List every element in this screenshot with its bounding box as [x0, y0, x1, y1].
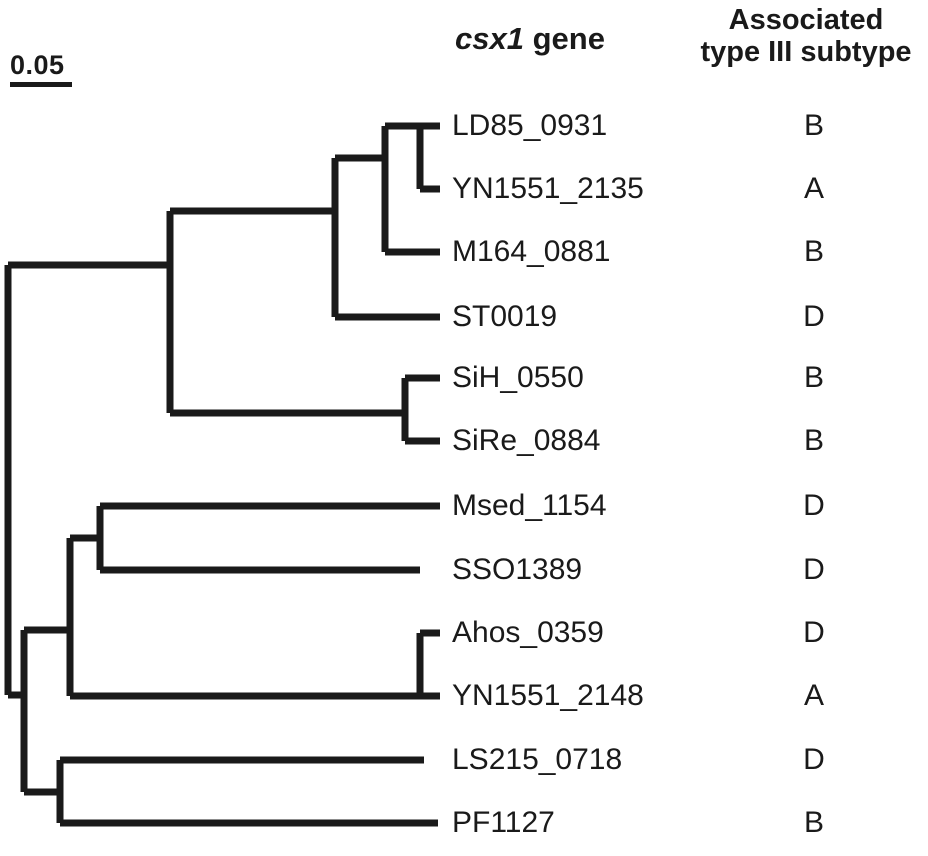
subtype-value-sih_0550: B — [803, 361, 824, 394]
gene-header-suffix: gene — [523, 21, 605, 56]
scale-bar-label: 0.05 — [10, 50, 65, 80]
subtype-value-yn1551_2135: A — [803, 172, 824, 205]
subtype-value-m164_0881: B — [803, 235, 824, 268]
subtype-value-pf1127: B — [803, 806, 824, 839]
subtype-value-st0019: D — [803, 300, 825, 333]
subtype-header-line2: type III subtype — [700, 36, 912, 69]
leaf-row: Msed_1154 D — [452, 486, 928, 526]
leaf-label-yn1551_2135: YN1551_2135 — [452, 172, 644, 205]
leaf-row: SSO1389 D — [452, 550, 928, 590]
leaf-row: YN1551_2135 A — [452, 169, 928, 209]
scale-bar: 0.05 — [10, 52, 130, 87]
subtype-value-ld85_0931: B — [803, 109, 824, 142]
leaf-label-st0019: ST0019 — [452, 300, 558, 333]
leaf-label-sih_0550: SiH_0550 — [452, 361, 584, 394]
subtype-header-line1: Associated — [728, 4, 884, 36]
leaf-row: YN1551_2148 A — [452, 676, 928, 716]
subtype-value-ahos_0359: D — [803, 616, 825, 649]
subtype-value-ls215_0718: D — [803, 743, 825, 776]
gene-name-italic: csx1 — [455, 21, 524, 56]
leaf-label-ld85_0931: LD85_0931 — [452, 109, 608, 142]
subtype-value-sire_0884: B — [803, 424, 824, 457]
leaf-row: PF1127 B — [452, 803, 928, 843]
scale-bar-rule — [10, 82, 72, 87]
subtype-value-msed_1154: D — [803, 489, 825, 522]
leaf-label-msed_1154: Msed_1154 — [452, 489, 607, 522]
leaf-label-ls215_0718: LS215_0718 — [452, 743, 623, 776]
column-header-subtype: Associated type III subtype — [676, 4, 928, 69]
leaf-row: SiH_0550 B — [452, 358, 928, 398]
leaf-label-m164_0881: M164_0881 — [452, 235, 611, 268]
column-header-gene: csx1 gene — [455, 21, 605, 57]
subtype-value-sso1389: D — [803, 553, 825, 586]
leaf-row: Ahos_0359 D — [452, 613, 928, 653]
leaf-label-sire_0884: SiRe_0884 — [452, 424, 601, 457]
leaf-label-ahos_0359: Ahos_0359 — [452, 616, 604, 649]
subtype-value-yn1551_2148: A — [803, 679, 824, 712]
leaf-row: ST0019 D — [452, 297, 928, 337]
leaf-row: LS215_0718 D — [452, 740, 928, 780]
leaf-label-pf1127: PF1127 — [452, 806, 555, 839]
leaf-label-yn1551_2148: YN1551_2148 — [452, 679, 644, 712]
leaf-label-sso1389: SSO1389 — [452, 553, 583, 586]
leaf-row: LD85_0931 B — [452, 106, 928, 146]
leaf-row: M164_0881 B — [452, 232, 928, 272]
leaf-row: SiRe_0884 B — [452, 421, 928, 461]
tree-lines-group — [4, 122, 440, 827]
